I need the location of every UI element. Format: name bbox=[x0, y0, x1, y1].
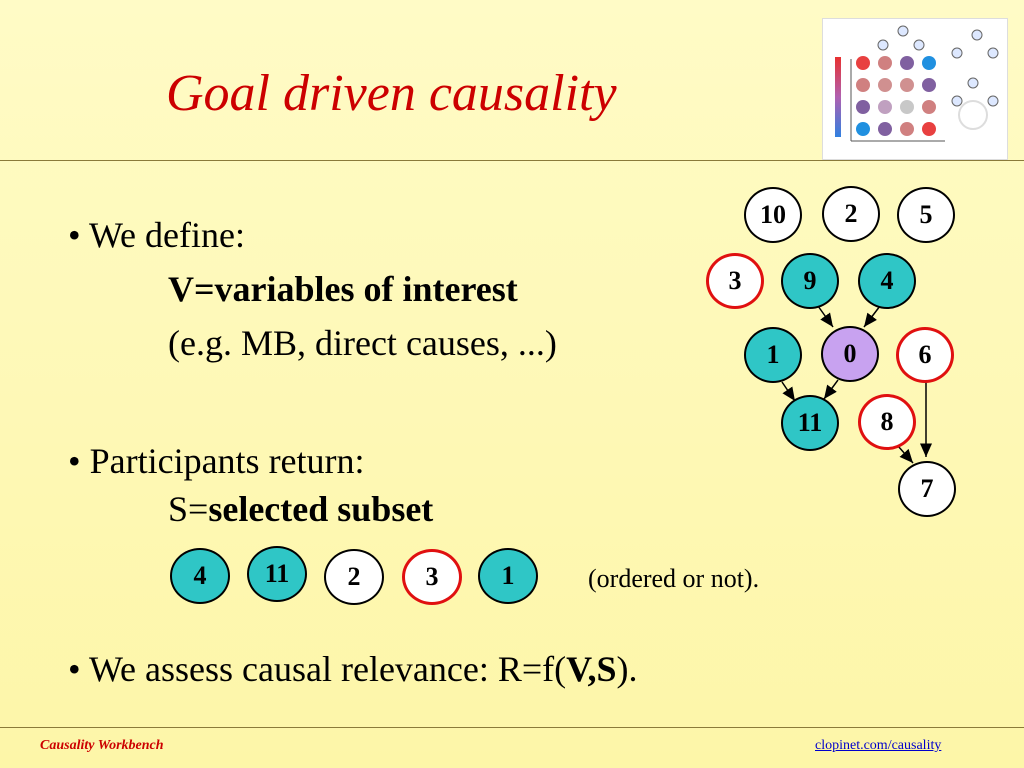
definition-s-bold: selected subset bbox=[208, 489, 434, 529]
bullet-participants-return: • Participants return: bbox=[68, 441, 365, 481]
definition-s-prefix: S= bbox=[168, 489, 209, 529]
assess-prefix: • We assess causal relevance: R=f( bbox=[68, 649, 567, 689]
graph-node-2: 2 bbox=[822, 186, 880, 242]
subset-node-11: 11 bbox=[247, 546, 307, 602]
subset-node-2: 2 bbox=[324, 549, 384, 605]
graph-node-0: 0 bbox=[821, 326, 879, 382]
edge-9-0 bbox=[817, 305, 834, 328]
subset-node-1: 1 bbox=[478, 548, 538, 604]
edge-1-11 bbox=[781, 381, 796, 402]
graph-node-9: 9 bbox=[781, 253, 839, 309]
edge-4-0 bbox=[863, 305, 881, 328]
graph-node-3: 3 bbox=[706, 253, 764, 309]
edge-8-7 bbox=[897, 445, 914, 464]
footer-divider bbox=[0, 727, 1024, 728]
thumbnail-graphic bbox=[835, 25, 999, 142]
assess-bold: V,S bbox=[566, 649, 617, 689]
title-divider bbox=[0, 160, 1024, 161]
graph-node-6: 6 bbox=[896, 327, 954, 383]
subset-node-3: 3 bbox=[402, 549, 462, 605]
graph-node-7: 7 bbox=[898, 461, 956, 517]
slide-title: Goal driven causality bbox=[166, 65, 617, 122]
ordered-note: (ordered or not). bbox=[588, 564, 760, 593]
graph-node-5: 5 bbox=[897, 187, 955, 243]
subset-node-4: 4 bbox=[170, 548, 230, 604]
bullet-assess-relevance: • We assess causal relevance: R=f(V,S). bbox=[68, 648, 638, 690]
graph-node-4: 4 bbox=[858, 253, 916, 309]
footer-link[interactable]: clopinet.com/causality bbox=[815, 738, 942, 753]
definition-s: S=selected subset bbox=[168, 488, 433, 530]
thumbnail-image bbox=[822, 18, 1008, 160]
edge-0-11 bbox=[823, 379, 839, 400]
bullet-we-define: • We define: bbox=[68, 215, 245, 255]
definition-v: V=variables of interest bbox=[168, 269, 518, 309]
example-text: (e.g. MB, direct causes, ...) bbox=[168, 323, 557, 363]
assess-suffix: ). bbox=[616, 649, 638, 689]
graph-node-10: 10 bbox=[744, 187, 802, 243]
graph-node-11: 11 bbox=[781, 395, 839, 451]
graph-node-8: 8 bbox=[858, 394, 916, 450]
graph-node-1: 1 bbox=[744, 327, 802, 383]
footer-course-name: Causality Workbench bbox=[40, 738, 164, 753]
